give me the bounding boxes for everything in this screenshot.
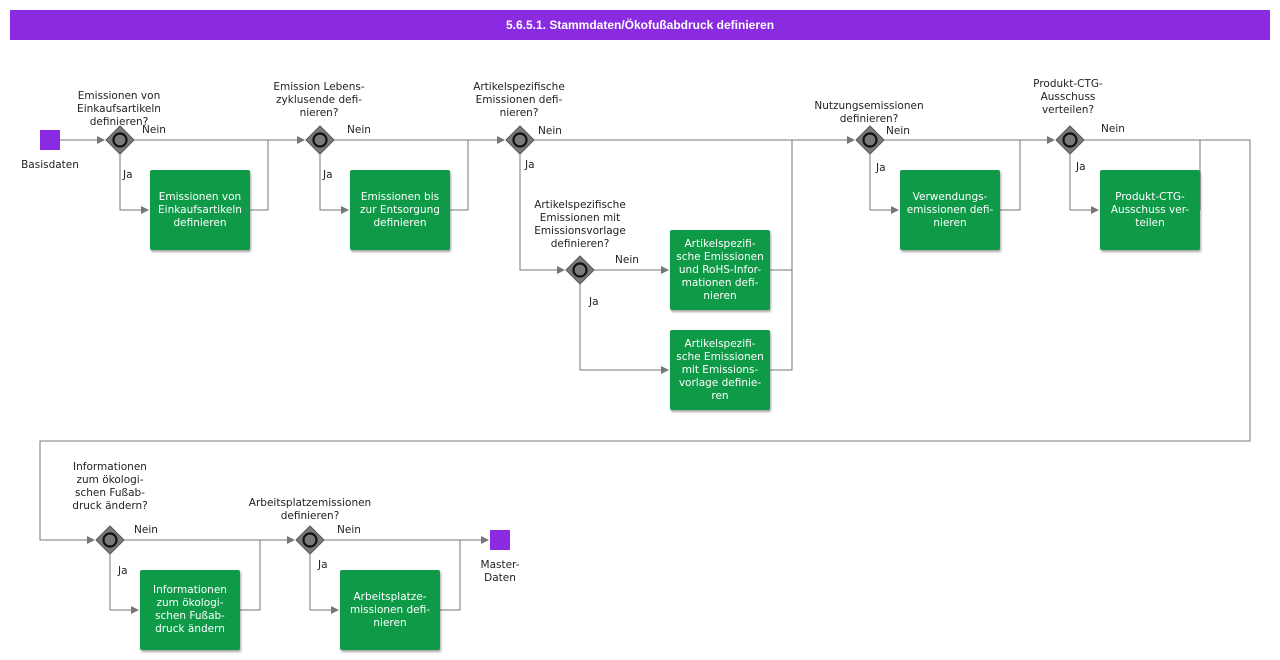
- edge-label-yes: Ja: [123, 169, 133, 181]
- start-event-label: Basisdaten: [21, 159, 79, 171]
- end-event: [490, 530, 510, 550]
- gateway-lebenszyklusende: [304, 124, 336, 156]
- task-emissionen-vorlage[interactable]: Artikelspezifi- sche Emissionen mit Emis…: [670, 330, 770, 410]
- edge-label-yes: Ja: [876, 162, 886, 174]
- task-verwendungsemissionen[interactable]: Verwendungs- emissionen defi- nieren: [900, 170, 1000, 250]
- task-emissionen-rohs[interactable]: Artikelspezifi- sche Emissionen und RoHS…: [670, 230, 770, 310]
- gateway-einkaufsartikel: [104, 124, 136, 156]
- gateway-question: Emission Lebens- zyklusende defi- nieren…: [273, 81, 365, 119]
- gateway-question: Produkt-CTG- Ausschuss verteilen?: [1033, 78, 1103, 116]
- gateway-ctg-ausschuss: [1054, 124, 1086, 156]
- task-ctg-ausschuss[interactable]: Produkt-CTG- Ausschuss ver- teilen: [1100, 170, 1200, 250]
- gateway-question: Emissionen von Einkaufsartikeln definier…: [77, 90, 161, 128]
- gateway-arbeitsplatz: [294, 524, 326, 556]
- gateway-question: Nutzungsemissionen definieren?: [814, 100, 924, 125]
- task-emissionen-einkaufsartikel[interactable]: Emissionen von Einkaufsartikeln definier…: [150, 170, 250, 250]
- edge-label-no: Nein: [337, 524, 361, 536]
- edge-label-yes: Ja: [525, 159, 535, 171]
- edge-label-yes: Ja: [1076, 161, 1086, 173]
- gateway-question: Arbeitsplatzemissionen definieren?: [248, 497, 372, 522]
- edge-label-no: Nein: [1101, 123, 1125, 135]
- page-title: 5.6.5.1. Stammdaten/Ökofußabdruck defini…: [10, 10, 1270, 40]
- gateway-question: Informationen zum ökologi- schen Fußab- …: [72, 461, 148, 512]
- edge-label-yes: Ja: [323, 169, 333, 181]
- gateway-question: Artikelspezifische Emissionen mit Emissi…: [534, 199, 626, 250]
- gateway-oekofussabdruck: [94, 524, 126, 556]
- gateway-artikelspezifisch: [504, 124, 536, 156]
- task-emissionen-entsorgung[interactable]: Emissionen bis zur Entsorgung definieren: [350, 170, 450, 250]
- edge-label-yes: Ja: [318, 559, 328, 571]
- end-event-label: Master- Daten: [480, 559, 520, 584]
- edge-label-yes: Ja: [589, 296, 599, 308]
- gateway-emissionsvorlage: [564, 254, 596, 286]
- edge-label-no: Nein: [142, 124, 166, 136]
- task-arbeitsplatzemissionen[interactable]: Arbeitsplatze- missionen defi- nieren: [340, 570, 440, 650]
- gateway-question: Artikelspezifische Emissionen defi- nier…: [473, 81, 565, 119]
- edge-label-no: Nein: [538, 125, 562, 137]
- gateway-nutzungsemissionen: [854, 124, 886, 156]
- start-event: [40, 130, 60, 150]
- edge-label-yes: Ja: [118, 565, 128, 577]
- edge-label-no: Nein: [615, 254, 639, 266]
- edge-label-no: Nein: [886, 125, 910, 137]
- edge-label-no: Nein: [347, 124, 371, 136]
- task-oekofussabdruck[interactable]: Informationen zum ökologi- schen Fußab- …: [140, 570, 240, 650]
- edge-label-no: Nein: [134, 524, 158, 536]
